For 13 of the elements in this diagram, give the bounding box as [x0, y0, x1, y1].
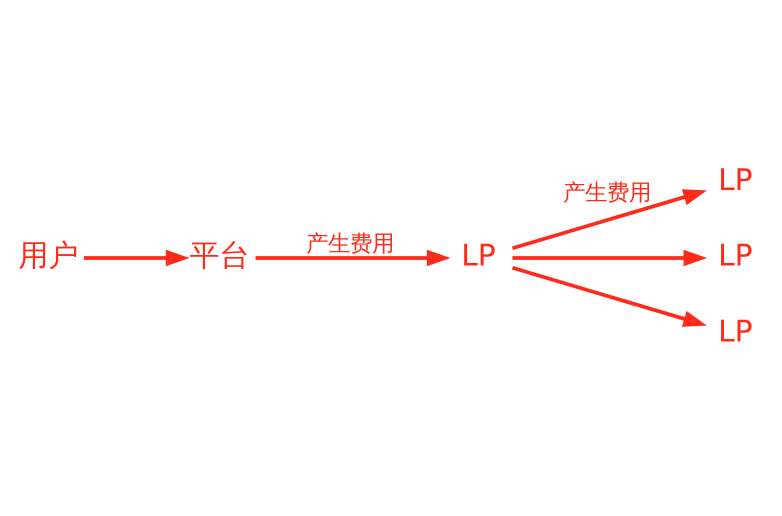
arrow — [84, 250, 190, 266]
node-text: LP — [718, 314, 753, 350]
edge-label: 产生费用 — [306, 231, 394, 258]
node-text: LP — [461, 238, 496, 274]
arrow — [512, 266, 707, 327]
node-text: LP — [718, 238, 753, 274]
node-text: LP — [718, 162, 753, 198]
arrow — [512, 250, 708, 266]
arrow — [256, 250, 450, 266]
node-text: 用户 — [18, 238, 78, 274]
arrow — [512, 189, 707, 250]
edge-label: 产生费用 — [562, 180, 651, 206]
node-text: 平台 — [190, 238, 250, 274]
